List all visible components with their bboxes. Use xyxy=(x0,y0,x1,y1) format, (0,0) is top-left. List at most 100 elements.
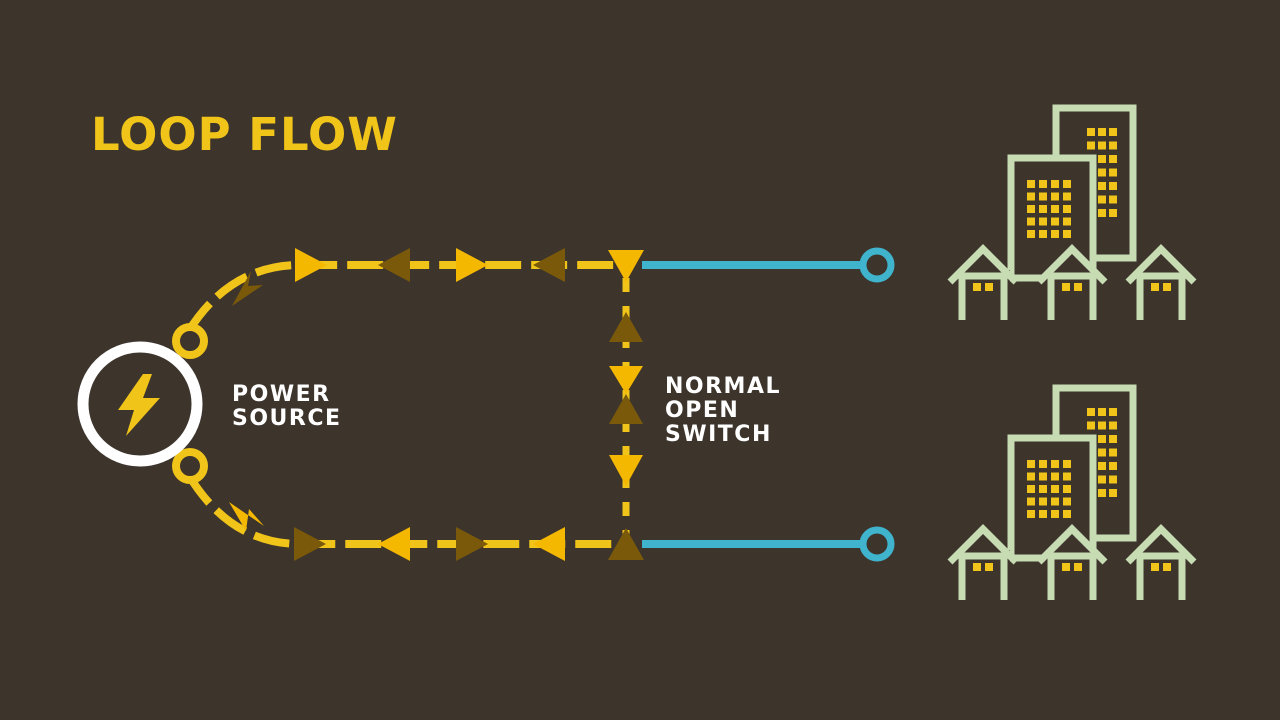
window xyxy=(973,563,981,571)
window xyxy=(1109,195,1117,204)
window xyxy=(1051,485,1059,493)
window xyxy=(1098,489,1106,497)
window xyxy=(1027,205,1035,213)
house-wall xyxy=(1136,272,1186,320)
window xyxy=(1039,497,1047,506)
power-source xyxy=(77,341,203,467)
window xyxy=(1098,408,1106,416)
switch-label-line: OPEN xyxy=(665,398,740,423)
house-wall xyxy=(1047,552,1097,600)
switch-arrow-3 xyxy=(609,394,643,424)
window xyxy=(1039,460,1047,468)
window xyxy=(1098,182,1106,190)
window xyxy=(1109,182,1117,190)
window xyxy=(1027,192,1035,201)
window xyxy=(1051,460,1059,468)
loop-lines xyxy=(184,261,626,548)
window xyxy=(1109,209,1117,217)
window xyxy=(1098,141,1106,150)
window xyxy=(1039,205,1047,213)
window xyxy=(1027,472,1035,481)
window xyxy=(1087,408,1095,416)
lower-junction-arrow xyxy=(608,528,644,560)
window xyxy=(1098,168,1106,177)
window xyxy=(1087,141,1095,150)
switch-arrow-4 xyxy=(609,455,643,486)
lower-loop-line xyxy=(184,471,626,548)
window xyxy=(1087,128,1095,136)
window xyxy=(1151,563,1159,571)
window xyxy=(1098,475,1106,484)
window xyxy=(985,283,993,291)
window xyxy=(1063,205,1071,213)
window xyxy=(1039,485,1047,493)
switch-label-line: NORMAL xyxy=(665,374,781,399)
house-roof xyxy=(1036,524,1108,565)
window xyxy=(1051,180,1059,188)
upper-junction-arrow xyxy=(608,250,644,282)
lower-arrow-3 xyxy=(378,527,410,561)
window xyxy=(1039,472,1047,481)
window xyxy=(1109,448,1117,457)
window xyxy=(1063,180,1071,188)
window xyxy=(1109,475,1117,484)
upper-source-node xyxy=(172,323,208,359)
window xyxy=(1039,230,1047,238)
house-wall xyxy=(958,272,1008,320)
window xyxy=(1039,180,1047,188)
window xyxy=(1062,283,1070,291)
window xyxy=(1074,283,1082,291)
window xyxy=(1051,472,1059,481)
window xyxy=(1098,195,1106,204)
window xyxy=(1098,448,1106,457)
house-wall xyxy=(1136,552,1186,600)
switch-arrow-2 xyxy=(609,366,643,394)
window xyxy=(1109,141,1117,150)
window xyxy=(1163,283,1171,291)
window xyxy=(1098,128,1106,136)
lightning-bolt-icon xyxy=(118,374,160,436)
lower-arrow-2 xyxy=(294,527,326,561)
switch-arrows xyxy=(609,312,643,486)
window xyxy=(1027,180,1035,188)
window xyxy=(1039,217,1047,226)
window xyxy=(1051,217,1059,226)
window xyxy=(1098,462,1106,470)
upper-feeder-node xyxy=(859,247,895,283)
house-roof xyxy=(1125,524,1197,565)
window xyxy=(1063,497,1071,506)
window xyxy=(1151,283,1159,291)
upper-arrow-2 xyxy=(295,248,327,282)
upper-arrow-5 xyxy=(533,248,565,282)
window xyxy=(985,563,993,571)
window xyxy=(1039,192,1047,201)
lower-arrow-4 xyxy=(456,527,488,561)
city-buildings-icon xyxy=(947,104,1197,320)
diagram-title: LOOP FLOW xyxy=(91,108,398,161)
normal-open-switch-label: NORMAL OPEN SWITCH xyxy=(665,375,781,447)
power-source-label-line: SOURCE xyxy=(232,406,342,431)
window xyxy=(1063,230,1071,238)
window xyxy=(973,283,981,291)
window xyxy=(1027,217,1035,226)
window xyxy=(1109,462,1117,470)
window xyxy=(1063,460,1071,468)
switch-label-line: SWITCH xyxy=(665,422,772,447)
window xyxy=(1063,472,1071,481)
house-roof xyxy=(947,244,1019,285)
upper-line-arrows xyxy=(232,248,644,306)
lower-feeder-node xyxy=(859,526,895,562)
house-wall xyxy=(1047,272,1097,320)
window xyxy=(1109,168,1117,177)
window xyxy=(1027,497,1035,506)
window xyxy=(1109,421,1117,430)
house-roof xyxy=(947,524,1019,565)
window xyxy=(1163,563,1171,571)
house-wall xyxy=(958,552,1008,600)
window xyxy=(1051,510,1059,518)
window xyxy=(1027,460,1035,468)
window xyxy=(1063,217,1071,226)
lower-arrow-1 xyxy=(229,502,264,531)
